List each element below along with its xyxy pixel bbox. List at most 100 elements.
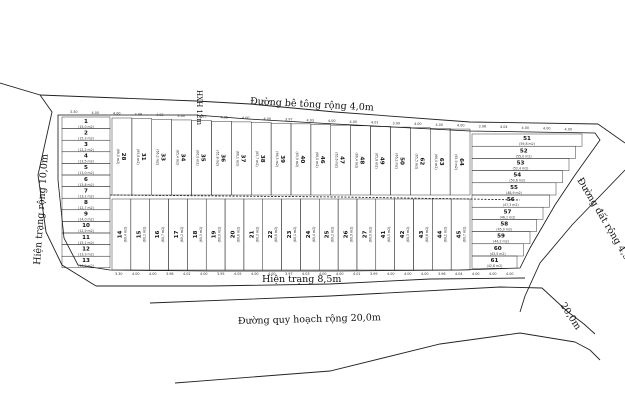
top-lot-49[interactable]: 49(65,8 m2) xyxy=(370,126,391,196)
lot-number: 11 xyxy=(82,235,90,241)
lot-number: 46 xyxy=(319,156,325,164)
lot-number: 14 xyxy=(117,231,123,239)
lot-area: (60,1 m2) xyxy=(293,227,297,243)
lot-number: 10 xyxy=(82,223,90,229)
lot-area: (66,0 m2) xyxy=(434,154,438,170)
dimension-value: 3.97 xyxy=(285,118,293,122)
lot-area: (65,4 m2) xyxy=(176,150,180,166)
left-lot-13[interactable]: 13(14,9 m2) xyxy=(61,255,111,269)
top-lot-46[interactable]: 46(66,0 m2) xyxy=(310,124,332,196)
bottom-lot-17[interactable]: 17(60,2 m2) xyxy=(168,198,188,271)
bottom-lot-44[interactable]: 44(60,1 m2) xyxy=(432,198,452,271)
top-lot-39[interactable]: 39(66,3 m2) xyxy=(270,122,292,196)
corner-curve xyxy=(567,311,596,335)
left-lot-9[interactable]: 9(14,0 m2) xyxy=(61,209,111,222)
lot-boundary xyxy=(471,255,518,269)
dimension-value: 3.96 xyxy=(438,272,446,276)
bottom-lot-16[interactable]: 16(60,7 m2) xyxy=(149,198,169,271)
corner-curve-2 xyxy=(574,341,601,361)
top-lot-50[interactable]: 50(66,2 m2) xyxy=(390,126,411,196)
lot-area: (60,2 m2) xyxy=(331,227,335,243)
top-lot-38[interactable]: 38(65,7 m2) xyxy=(250,122,272,196)
lot-number: 36 xyxy=(219,154,225,162)
bottom-lot-21[interactable]: 21(60,3 m2) xyxy=(243,198,263,271)
dimension-value: 4.04 xyxy=(500,125,508,129)
left-lot-1[interactable]: 1(15,0 m2) xyxy=(61,116,111,129)
left-lot-2[interactable]: 2(15,3 m2) xyxy=(61,128,111,141)
bottom-lot-27[interactable]: 27(60,0 m2) xyxy=(356,198,377,271)
right-lot-57[interactable]: 57(46,1 m2) xyxy=(471,206,544,220)
right-lot-54[interactable]: 54(50,6 m2) xyxy=(471,170,563,184)
lot-number: 60 xyxy=(494,246,502,252)
lot-area: (66,0 m2) xyxy=(116,149,120,165)
right-lot-61[interactable]: 61(42,8 m2) xyxy=(471,255,518,269)
top-lot-40[interactable]: 40(65,9 m2) xyxy=(290,123,312,196)
top-lot-33[interactable]: 33(66,2 m2) xyxy=(151,119,172,196)
top-lot-48[interactable]: 48(66,4 m2) xyxy=(350,125,371,196)
left-lot-4[interactable]: 4(13,5 m2) xyxy=(61,151,111,164)
bottom-lot-22[interactable]: 22(60,8 m2) xyxy=(262,198,282,271)
dimension-value: 4.00 xyxy=(92,111,100,115)
top-lot-64[interactable]: 64(65,9 m2) xyxy=(449,128,471,196)
bottom-lot-15[interactable]: 15(60,1 m2) xyxy=(130,198,150,271)
bottom-lot-23[interactable]: 23(60,1 m2) xyxy=(281,198,301,271)
lot-area: (60,8 m2) xyxy=(274,227,278,243)
lot-area: (45,0 m2) xyxy=(496,228,512,232)
top-lot-28[interactable]: 28(66,0 m2) xyxy=(111,117,133,196)
lot-number: 31 xyxy=(140,153,146,161)
right-lot-58[interactable]: 58(45,0 m2) xyxy=(471,219,537,232)
lot-area: (55,0 m2) xyxy=(516,154,532,158)
top-lot-34[interactable]: 34(65,4 m2) xyxy=(171,119,192,196)
right-lot-53[interactable]: 53(52,4 m2) xyxy=(471,158,570,171)
lot-number: 55 xyxy=(510,185,518,191)
dimension-value: 4.00 xyxy=(200,272,208,276)
left-lot-6[interactable]: 6(13,8 m2) xyxy=(61,174,111,187)
bottom-lot-20[interactable]: 20(60,6 m2) xyxy=(224,198,245,271)
lot-boundary xyxy=(450,198,471,271)
bottom-lot-42[interactable]: 42(60,3 m2) xyxy=(394,198,414,271)
bottom-lot-26[interactable]: 26(60,9 m2) xyxy=(337,198,358,271)
right-lot-56[interactable]: 56(47,3 m2) xyxy=(471,194,550,208)
bottom-lot-24[interactable]: 24(60,4 m2) xyxy=(300,198,320,271)
left-lot-10[interactable]: 10(12,9 m2) xyxy=(61,221,111,234)
left-lot-11[interactable]: 11(15,1 m2) xyxy=(61,232,111,245)
left-lot-7[interactable]: 7(13,2 m2) xyxy=(61,186,111,199)
bottom-lot-18[interactable]: 18(60,5 m2) xyxy=(187,198,207,271)
dimension-value: 4.00 xyxy=(387,272,395,276)
left-lot-3[interactable]: 3(12,2 m2) xyxy=(61,139,111,153)
dimension-value: 4.02 xyxy=(156,113,164,117)
lot-area: (66,2 m2) xyxy=(394,153,398,169)
top-lot-62[interactable]: 62(65,5 m2) xyxy=(410,127,431,196)
lot-number: 23 xyxy=(287,231,293,239)
top-lot-63[interactable]: 63(66,0 m2) xyxy=(429,128,451,196)
bottom-lot-19[interactable]: 19(60,0 m2) xyxy=(205,198,226,271)
right-road-outer-edge xyxy=(597,123,625,144)
top-lot-47[interactable]: 47(65,6 m2) xyxy=(330,124,351,196)
bottom-lot-43[interactable]: 43(60,6 m2) xyxy=(413,198,433,271)
lot-area: (46,1 m2) xyxy=(500,215,516,219)
lot-area: (60,6 m2) xyxy=(425,227,429,243)
right-lot-51[interactable]: 51(59,8 m2) xyxy=(471,133,583,147)
top-lot-35[interactable]: 35(66,0 m2) xyxy=(191,120,212,196)
right-lot-55[interactable]: 55(48,9 m2) xyxy=(471,182,557,196)
lot-area: (48,9 m2) xyxy=(506,191,522,195)
right-lot-60[interactable]: 60(43,5 m2) xyxy=(471,243,524,257)
bottom-lot-41[interactable]: 41(60,5 m2) xyxy=(375,198,395,271)
bottom-lot-45[interactable]: 45(60,7 m2) xyxy=(450,198,471,271)
top-lot-36[interactable]: 36(65,8 m2) xyxy=(211,121,232,196)
lot-number: 16 xyxy=(155,231,161,239)
left-lot-12[interactable]: 12(13,3 m2) xyxy=(61,244,111,257)
left-lot-8[interactable]: 8(12,7 m2) xyxy=(61,197,111,211)
right-lot-52[interactable]: 52(55,0 m2) xyxy=(471,145,576,159)
dimension-value: 4.05 xyxy=(221,115,229,119)
top-lot-37[interactable]: 37(66,1 m2) xyxy=(231,121,252,196)
lot-boundary xyxy=(61,255,111,269)
right-lot-59[interactable]: 59(44,2 m2) xyxy=(471,231,531,245)
dimension-value: 4.00 xyxy=(457,124,465,128)
top-lot-31[interactable]: 31(65,8 m2) xyxy=(131,118,153,196)
bottom-lot-25[interactable]: 25(60,2 m2) xyxy=(319,198,339,271)
left-lot-5[interactable]: 5(11,0 m2) xyxy=(61,163,111,176)
lot-number: 3 xyxy=(84,142,88,148)
bottom-lot-14[interactable]: 14(60,4 m2) xyxy=(111,198,132,271)
lot-number: 41 xyxy=(381,231,387,239)
